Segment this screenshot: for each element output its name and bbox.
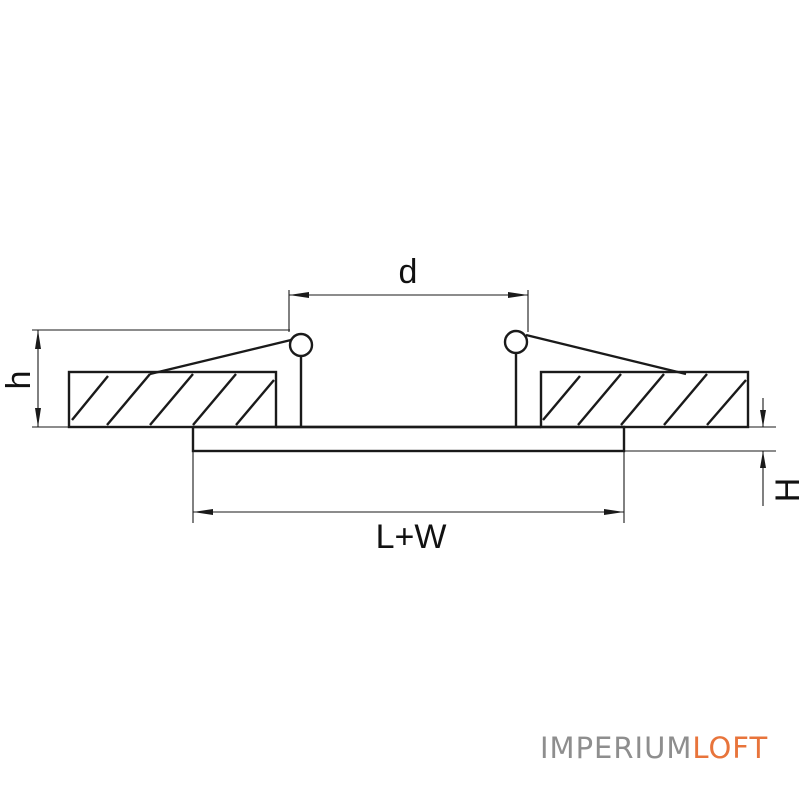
- right-hatching: [542, 373, 747, 426]
- fixture-body: [191, 425, 626, 453]
- left-hatching: [71, 373, 275, 426]
- dimension-h: h: [0, 329, 290, 428]
- left-ceiling-section: [67, 370, 278, 429]
- brand-logo: IMPERIUMLOFT: [540, 731, 768, 765]
- right-spring-clip: [503, 329, 687, 427]
- logo-part-imperium: IMPERIUM: [540, 731, 693, 765]
- dimension-d: d: [288, 253, 529, 332]
- label-lw: L+W: [376, 518, 447, 556]
- label-d: d: [399, 253, 418, 291]
- dimension-lw: L+W: [192, 451, 625, 556]
- left-spring-clip: [149, 332, 314, 427]
- dimension-H: H: [624, 398, 800, 506]
- right-ceiling-section: [539, 370, 750, 429]
- logo-part-loft: LOFT: [692, 731, 769, 765]
- label-h: h: [0, 371, 38, 390]
- label-H: H: [769, 478, 800, 503]
